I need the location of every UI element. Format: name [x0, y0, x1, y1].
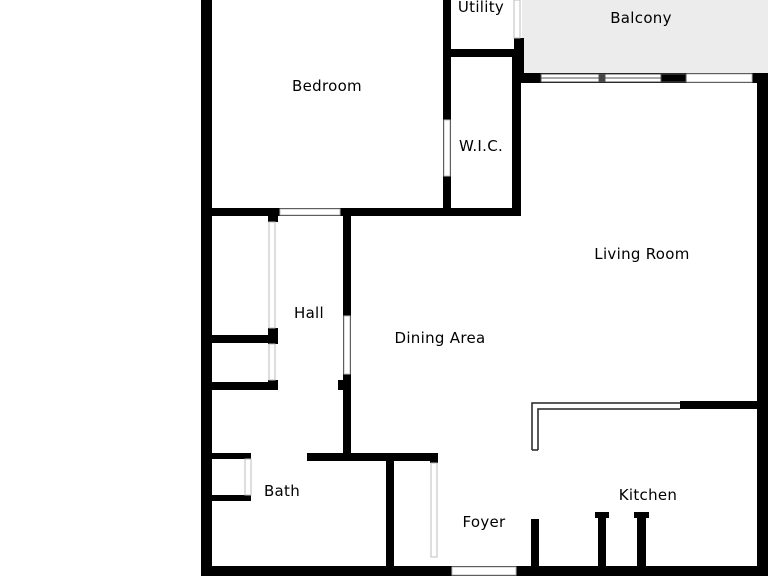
balcony-area — [522, 0, 768, 73]
wall-bath-shelf-1 — [201, 453, 251, 459]
wall-kitchen-cabinet-1 — [531, 519, 539, 576]
door-utility — [513, 0, 521, 39]
door-bath — [244, 458, 252, 496]
window-balcony-right — [685, 73, 753, 83]
wall-bedroom-bottom — [201, 208, 521, 216]
label-kitchen: Kitchen — [619, 486, 677, 504]
wall-foyer-closet-right — [430, 453, 438, 463]
wall-kitchen-cabinet-2 — [598, 512, 606, 576]
label-bedroom: Bedroom — [292, 77, 362, 95]
counter-outer — [531, 402, 680, 450]
label-wic: W.I.C. — [459, 137, 503, 155]
wall-bedroom-wic — [443, 0, 451, 210]
door-foyer-closet — [430, 462, 438, 558]
sliding-door-balcony — [540, 73, 687, 83]
wall-hall-stub — [338, 380, 351, 390]
label-foyer: Foyer — [462, 513, 506, 531]
door-wic — [443, 119, 451, 177]
openings — [244, 0, 753, 576]
wall-balcony-left — [514, 38, 524, 83]
wall-wic-right — [512, 52, 521, 214]
label-dining-area: Dining Area — [394, 329, 485, 347]
wall-left-outer — [201, 0, 212, 576]
label-balcony: Balcony — [610, 9, 672, 27]
wall-hall-closet-1 — [201, 335, 277, 343]
door-dining — [343, 315, 351, 375]
wall-kitchen-cabinet-3 — [637, 512, 646, 576]
wall-kitchen-top — [680, 401, 768, 409]
door-hall-closet-2 — [268, 343, 276, 381]
label-hall: Hall — [294, 304, 324, 322]
wall-hall-closet-post-3 — [268, 380, 278, 390]
label-living-room: Living Room — [594, 245, 689, 263]
wall-hall-closet-post-1 — [268, 208, 278, 222]
wall-right-outer — [757, 73, 768, 576]
label-bath: Bath — [264, 482, 300, 500]
wall-utility-bottom — [443, 49, 521, 57]
wall-foyer-closet-left — [386, 453, 394, 576]
wall-hall-closet-post-2 — [268, 328, 278, 344]
sliding-jamb-2 — [660, 73, 687, 83]
counter-inner — [537, 408, 680, 450]
wall-bath-shelf-2 — [201, 495, 251, 501]
wall-kitchen-cabinet-cap-2 — [595, 512, 609, 518]
wall-bath-top — [307, 453, 438, 461]
wall-kitchen-cabinet-cap-3 — [634, 512, 649, 518]
door-hall-closet — [268, 221, 276, 329]
door-bedroom — [279, 208, 341, 216]
kitchen-counter — [531, 402, 680, 451]
door-front — [451, 566, 517, 576]
label-utility: Utility — [458, 0, 504, 16]
wall-hall-closet-2 — [201, 382, 277, 390]
sliding-jamb-1 — [598, 73, 606, 83]
